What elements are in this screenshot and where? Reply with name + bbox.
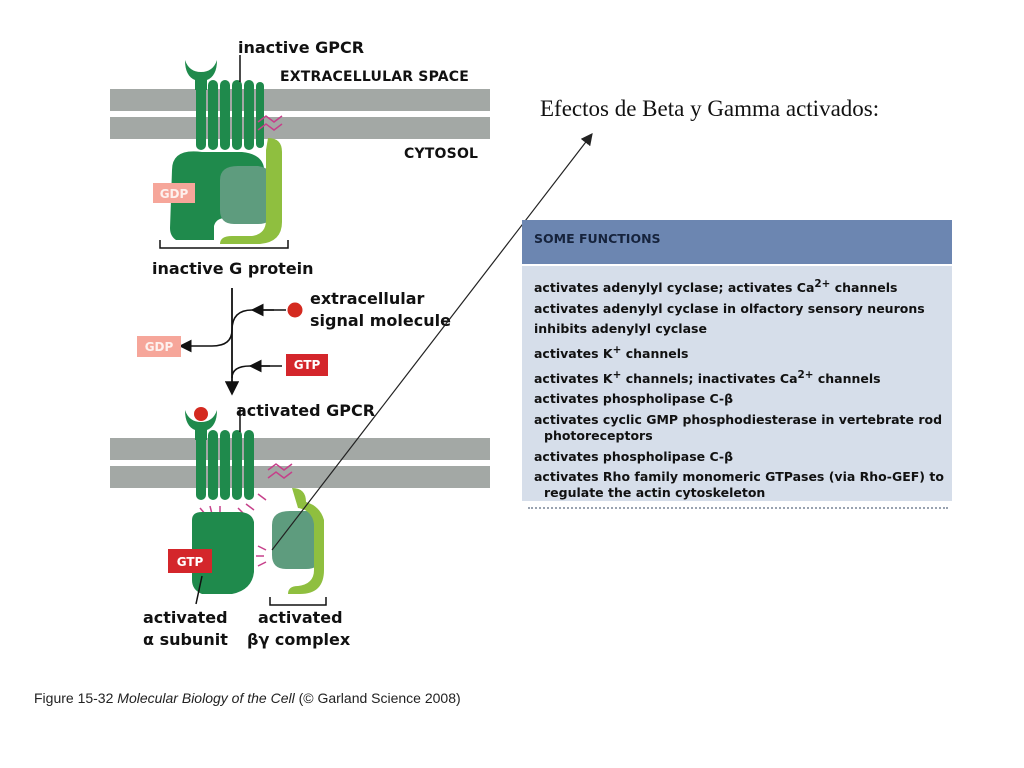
label-activated-bg-line2: βγ complex <box>247 630 351 649</box>
label-extracellular-signal-line2: signal molecule <box>310 311 451 330</box>
function-row-text: channels <box>621 346 689 362</box>
bottom-membrane <box>110 438 490 488</box>
function-row-text: activates cyclic GMP phosphodiesterase i… <box>534 412 943 428</box>
transition-arrows <box>178 288 286 396</box>
function-row-text: activates phospholipase C-β <box>534 391 734 407</box>
function-row-continuation: photoreceptors <box>544 428 653 444</box>
label-cytosol: CYTOSOL <box>404 146 478 162</box>
caption-suffix: (© Garland Science 2008) <box>294 690 461 706</box>
activated-gpcr-shape <box>185 407 254 500</box>
caption-prefix: Figure 15-32 <box>34 690 118 706</box>
figure-caption: Figure 15-32 Molecular Biology of the Ce… <box>34 690 461 706</box>
svg-text:GTP: GTP <box>294 358 321 372</box>
top-membrane <box>110 89 490 139</box>
function-row-text: inhibits adenylyl cyclase <box>534 321 707 337</box>
beta-gamma-bracket <box>269 597 327 606</box>
slide-heading: Efectos de Beta y Gamma activados: <box>540 96 880 121</box>
function-row-text: + <box>612 343 622 356</box>
pointer-arrow-to-heading <box>271 133 593 551</box>
function-row-text: activates K <box>534 346 613 362</box>
inactive-g-protein-bracket <box>159 240 289 249</box>
label-inactive-g-protein: inactive G protein <box>152 259 314 278</box>
label-extracellular-signal-line1: extracellular <box>310 289 424 308</box>
extracellular-signal-molecule <box>287 302 303 318</box>
function-row: activates K+ channels; inactivates Ca2+ … <box>534 367 946 387</box>
function-row-text: channels <box>830 280 898 296</box>
inactive-g-protein-shape <box>170 115 283 244</box>
function-row-text: activates Rho family monomeric GTPases (… <box>534 469 944 485</box>
caption-book-title: Molecular Biology of the Cell <box>117 690 295 706</box>
label-inactive-gpcr: inactive GPCR <box>238 38 364 57</box>
activated-alpha-subunit-shape <box>180 512 254 594</box>
function-row-text: channels; inactivates Ca <box>621 370 798 386</box>
function-row: activates phospholipase C-β <box>534 449 946 465</box>
function-row-text: activates adenylyl cyclase in olfactory … <box>534 300 925 316</box>
function-row: activates Rho family monomeric GTPases (… <box>534 469 946 501</box>
function-row-text: activates adenylyl cyclase; activates Ca <box>534 280 815 296</box>
label-activated-alpha-line1: activated <box>143 608 228 627</box>
svg-text:GTP: GTP <box>177 555 204 569</box>
gtp-badge-incoming: GTP <box>286 354 328 376</box>
function-row-text: activates K <box>534 370 613 386</box>
label-extracellular-space: EXTRACELLULAR SPACE <box>280 69 469 85</box>
svg-text:GDP: GDP <box>160 187 189 201</box>
function-row: activates K+ channels <box>534 342 946 362</box>
function-row-text: channels <box>813 370 881 386</box>
label-activated-alpha-line2: α subunit <box>143 630 228 649</box>
label-activated-gpcr: activated GPCR <box>236 401 375 420</box>
function-row: activates adenylyl cyclase in olfactory … <box>534 301 946 317</box>
gdp-badge-top: GDP <box>153 183 195 203</box>
function-row: activates adenylyl cyclase; activates Ca… <box>534 276 946 296</box>
functions-table-header: SOME FUNCTIONS <box>522 220 952 266</box>
label-activated-bg-line1: activated <box>258 608 343 627</box>
gtp-badge-bound: GTP <box>168 549 212 573</box>
function-row-text: activates phospholipase C-β <box>534 448 734 464</box>
function-row: activates phospholipase C-β <box>534 391 946 407</box>
function-row-text: 2+ <box>814 278 831 290</box>
function-row: activates cyclic GMP phosphodiesterase i… <box>534 412 946 444</box>
gdp-badge-released: GDP <box>137 336 181 357</box>
inactive-gpcr-shape <box>185 55 264 150</box>
function-row-continuation: regulate the actin cytoskeleton <box>544 485 766 501</box>
svg-text:GDP: GDP <box>145 340 174 354</box>
activated-beta-gamma-complex-shape <box>272 488 324 594</box>
function-row: inhibits adenylyl cyclase <box>534 321 946 337</box>
function-row-text: + <box>612 368 622 381</box>
function-row-text: 2+ <box>797 368 814 381</box>
functions-table: SOME FUNCTIONS activates adenylyl cyclas… <box>522 220 952 501</box>
table-bottom-rule <box>528 507 948 509</box>
functions-list: activates adenylyl cyclase; activates Ca… <box>522 266 952 501</box>
alpha-pointer-line <box>195 575 203 605</box>
